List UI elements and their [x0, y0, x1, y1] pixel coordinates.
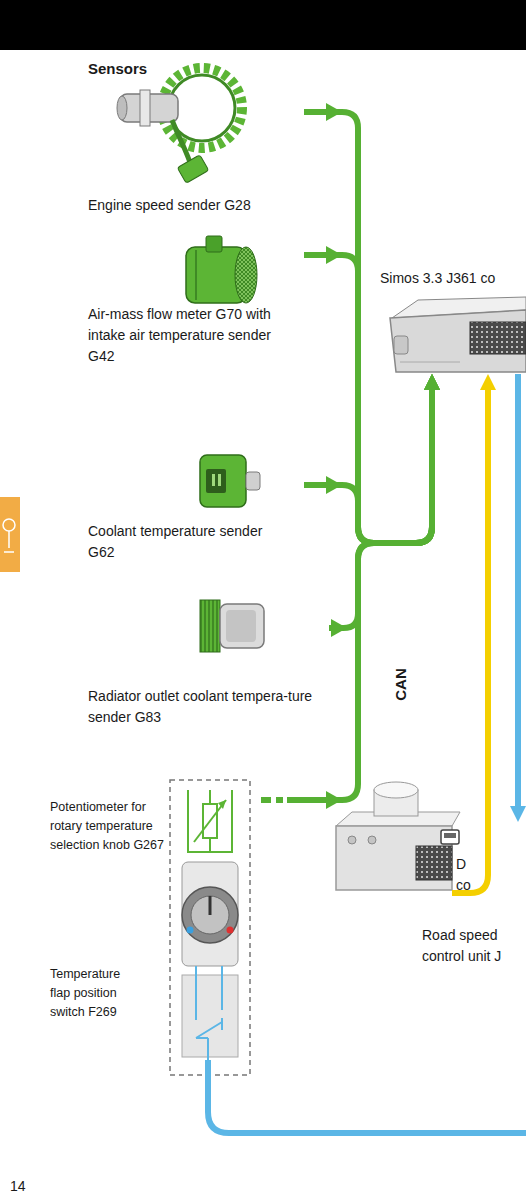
node-text: Air-mass flow meter G70 with intake air …	[88, 304, 288, 367]
control-unit-node: Simos 3.3 J361 co	[380, 266, 526, 374]
page-number: 14	[10, 1176, 26, 1197]
node-text: Coolant temperature sender G62	[88, 521, 288, 563]
arrowhead	[326, 476, 342, 494]
connector	[515, 374, 521, 811]
display-icon	[441, 830, 459, 844]
node-text: D co	[456, 854, 480, 896]
signal-wire	[208, 1060, 526, 1133]
connector	[304, 112, 432, 543]
header-bar	[0, 0, 526, 50]
control-unit-picture	[390, 297, 526, 372]
bus-label: CAN	[390, 663, 411, 707]
connector	[261, 385, 432, 800]
radiator-sender-picture	[200, 600, 264, 652]
sensor-group-node: Potentiometer for rotary temperature sel…	[50, 776, 255, 1076]
coolant-sender-picture	[200, 455, 260, 507]
connector	[304, 385, 432, 543]
air-mass-meter-picture	[186, 236, 257, 303]
side-tab	[0, 497, 20, 572]
dash-gap	[271, 796, 287, 804]
connector	[329, 385, 432, 628]
sensor-node: Engine speed sender G28	[88, 72, 298, 218]
arrowhead	[331, 619, 347, 637]
control-unit-node: Road speed control unit J	[330, 782, 526, 969]
node-text: Engine speed sender G28	[88, 195, 288, 216]
connector	[485, 385, 491, 782]
sensor-node: Air-mass flow meter G70 with intake air …	[88, 232, 298, 369]
arrowhead	[326, 246, 342, 264]
sensor-node: Radiator outlet coolant tempera-ture sen…	[88, 585, 323, 730]
temperature-selector-picture	[170, 780, 250, 1075]
node-text: Road speed control unit J	[422, 925, 522, 967]
engine-speed-sender-picture	[117, 68, 242, 183]
section-title: Sensors	[88, 58, 147, 79]
arrowhead	[326, 791, 342, 809]
node-text: Temperature flap position switch F269	[50, 965, 142, 1022]
sensor-node: Coolant temperature sender G62	[88, 440, 298, 565]
display-node: D co	[440, 822, 526, 898]
arrowhead	[326, 103, 342, 121]
node-text: Potentiometer for rotary temperature sel…	[50, 798, 166, 855]
connector	[304, 255, 432, 543]
node-text: Simos 3.3 J361 co	[380, 268, 526, 289]
node-text: Radiator outlet coolant tempera-ture sen…	[88, 686, 323, 728]
